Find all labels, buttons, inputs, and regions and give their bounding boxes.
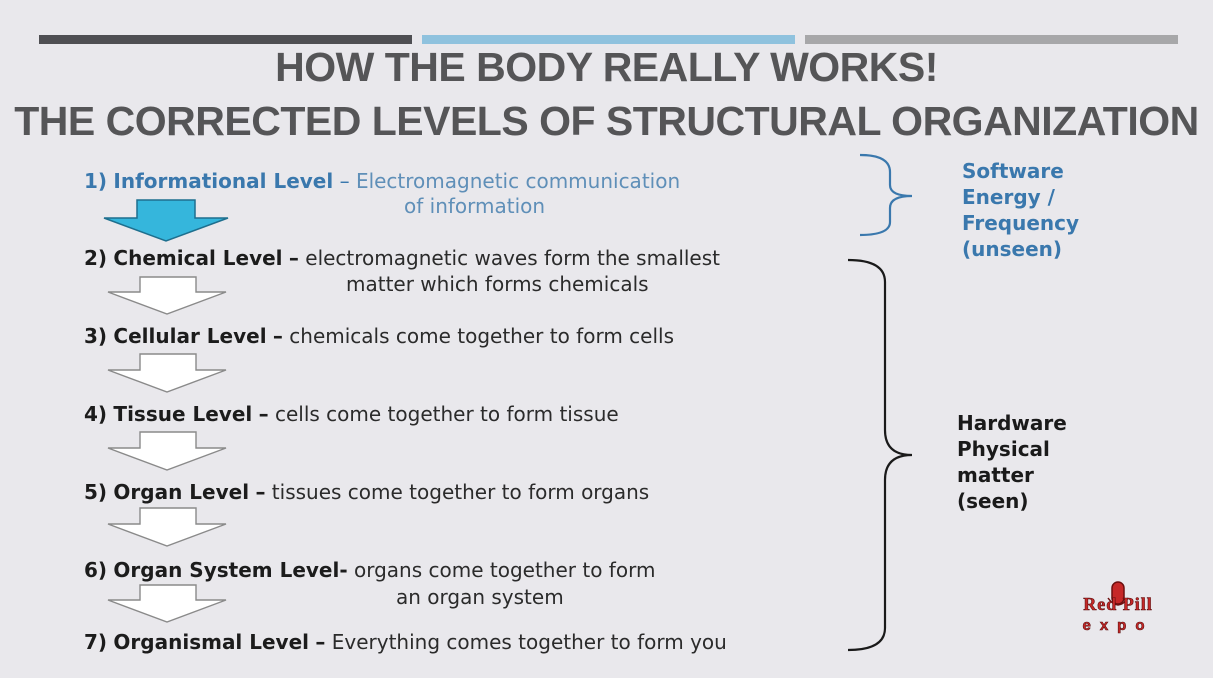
- level-2-description: electromagnetic waves form the smallest: [305, 246, 720, 270]
- level-6-name: Organ System Level-: [113, 558, 348, 582]
- software-label: Software Energy / Frequency (unseen): [962, 158, 1079, 262]
- hardware-label-line: matter: [957, 463, 1034, 487]
- level-3-name: Cellular Level: [113, 324, 267, 348]
- level-7-separator: –: [315, 630, 326, 654]
- level-3-number: 3): [84, 324, 108, 348]
- level-4-number: 4): [84, 402, 108, 426]
- level-2-row: 2) Chemical Level – electromagnetic wave…: [84, 246, 720, 270]
- level-4-row: 4) Tissue Level – cells come together to…: [84, 402, 619, 426]
- logo-text-line1: Red Pill: [1083, 594, 1153, 615]
- level-5-separator: –: [255, 480, 266, 504]
- level-3-description: chemicals come together to form cells: [289, 324, 674, 348]
- level-1-description: Electromagnetic communication: [355, 169, 681, 193]
- level-4-name: Tissue Level: [113, 402, 253, 426]
- level-5-number: 5): [84, 480, 108, 504]
- level-2-description-cont: matter which forms chemicals: [346, 272, 649, 296]
- level-5-name: Organ Level: [113, 480, 250, 504]
- red-pill-expo-logo: Red Pill expo: [1060, 580, 1176, 640]
- level-1-name: Informational Level: [113, 169, 334, 193]
- level-2-number: 2): [84, 246, 108, 270]
- software-label-line: Frequency: [962, 211, 1080, 235]
- level-7-name: Organismal Level: [113, 630, 310, 654]
- outline-down-arrow-icon: [107, 276, 227, 623]
- level-2-name: Chemical Level: [113, 246, 283, 270]
- hardware-label-line: Physical: [957, 437, 1050, 461]
- level-1-row: 1) Informational Level – Electromagnetic…: [84, 169, 680, 193]
- logo-text-line2: expo: [1082, 617, 1154, 635]
- level-6-description-cont: an organ system: [396, 585, 564, 609]
- slide-subtitle: THE CORRECTED LEVELS OF STRUCTURAL ORGAN…: [14, 98, 1199, 144]
- level-7-row: 7) Organismal Level – Everything comes t…: [84, 630, 727, 654]
- level-6-description: organs come together to form: [354, 558, 656, 582]
- level-7-description: Everything comes together to form you: [331, 630, 727, 654]
- hardware-brace-icon: [847, 258, 913, 652]
- blue-down-arrow-icon: [103, 199, 229, 242]
- software-label-line: Software: [962, 159, 1064, 183]
- level-1-number: 1): [84, 169, 108, 193]
- hardware-label-line: (seen): [957, 489, 1029, 513]
- header-bar-dark: [39, 35, 412, 44]
- level-1-description-cont: of information: [404, 194, 546, 218]
- hardware-label-line: Hardware: [957, 411, 1067, 435]
- level-4-separator: –: [258, 402, 269, 426]
- software-label-line: Energy /: [962, 185, 1055, 209]
- hardware-label: Hardware Physical matter (seen): [957, 410, 1067, 514]
- level-6-number: 6): [84, 558, 108, 582]
- slide-title: HOW THE BODY REALLY WORKS!: [275, 44, 938, 90]
- header-bar-blue: [422, 35, 795, 44]
- level-1-separator: –: [339, 169, 350, 193]
- software-brace-icon: [859, 153, 913, 237]
- microphone-icon: [1107, 581, 1129, 606]
- header-bar-gray: [805, 35, 1178, 44]
- level-7-number: 7): [84, 630, 108, 654]
- level-3-separator: –: [272, 324, 283, 348]
- level-2-separator: –: [288, 246, 299, 270]
- software-label-line: (unseen): [962, 237, 1063, 261]
- level-4-description: cells come together to form tissue: [274, 402, 619, 426]
- level-5-row: 5) Organ Level – tissues come together t…: [84, 480, 649, 504]
- level-6-row: 6) Organ System Level- organs come toget…: [84, 558, 655, 582]
- level-5-description: tissues come together to form organs: [271, 480, 650, 504]
- level-3-row: 3) Cellular Level – chemicals come toget…: [84, 324, 674, 348]
